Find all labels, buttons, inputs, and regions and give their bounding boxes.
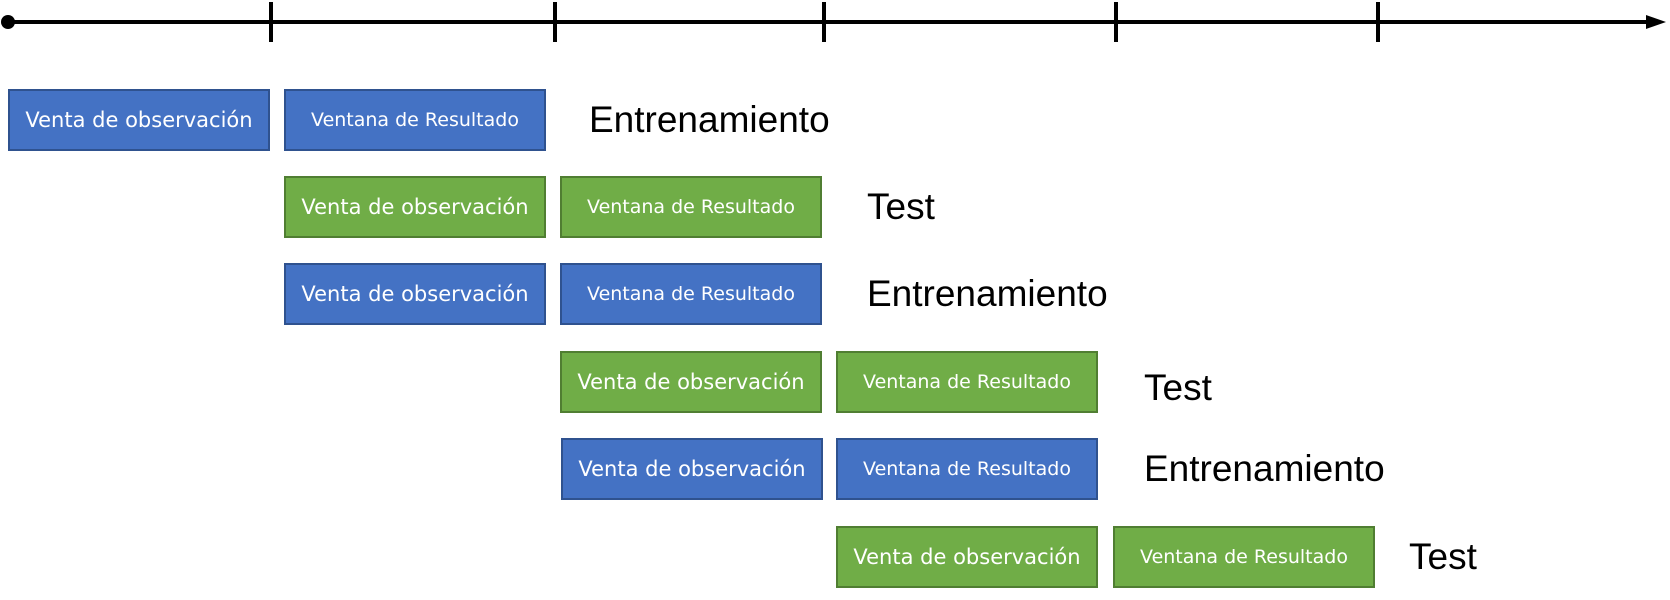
result-window-box: Ventana de Resultado	[836, 438, 1098, 500]
phase-label: Entrenamiento	[1144, 448, 1385, 489]
phase-label: Test	[1144, 367, 1212, 408]
result-window-box: Ventana de Resultado	[560, 176, 822, 238]
result-window-box: Ventana de Resultado	[1113, 526, 1375, 588]
phase-label: Test	[867, 186, 935, 227]
observation-window-box: Venta de observación	[836, 526, 1098, 588]
axis-arrowhead	[1646, 15, 1666, 29]
observation-window-box: Venta de observación	[284, 176, 546, 238]
phase-label: Entrenamiento	[589, 99, 830, 140]
result-window-box: Ventana de Resultado	[284, 89, 546, 151]
phase-label: Test	[1409, 536, 1477, 577]
timeline-axis	[1, 2, 1666, 42]
observation-window-box: Venta de observación	[8, 89, 270, 151]
observation-window-box: Venta de observación	[284, 263, 546, 325]
result-window-box: Ventana de Resultado	[836, 351, 1098, 413]
result-window-box: Ventana de Resultado	[560, 263, 822, 325]
axis-origin-dot	[1, 15, 15, 29]
observation-window-box: Venta de observación	[561, 438, 823, 500]
phase-label: Entrenamiento	[867, 273, 1108, 314]
observation-window-box: Venta de observación	[560, 351, 822, 413]
